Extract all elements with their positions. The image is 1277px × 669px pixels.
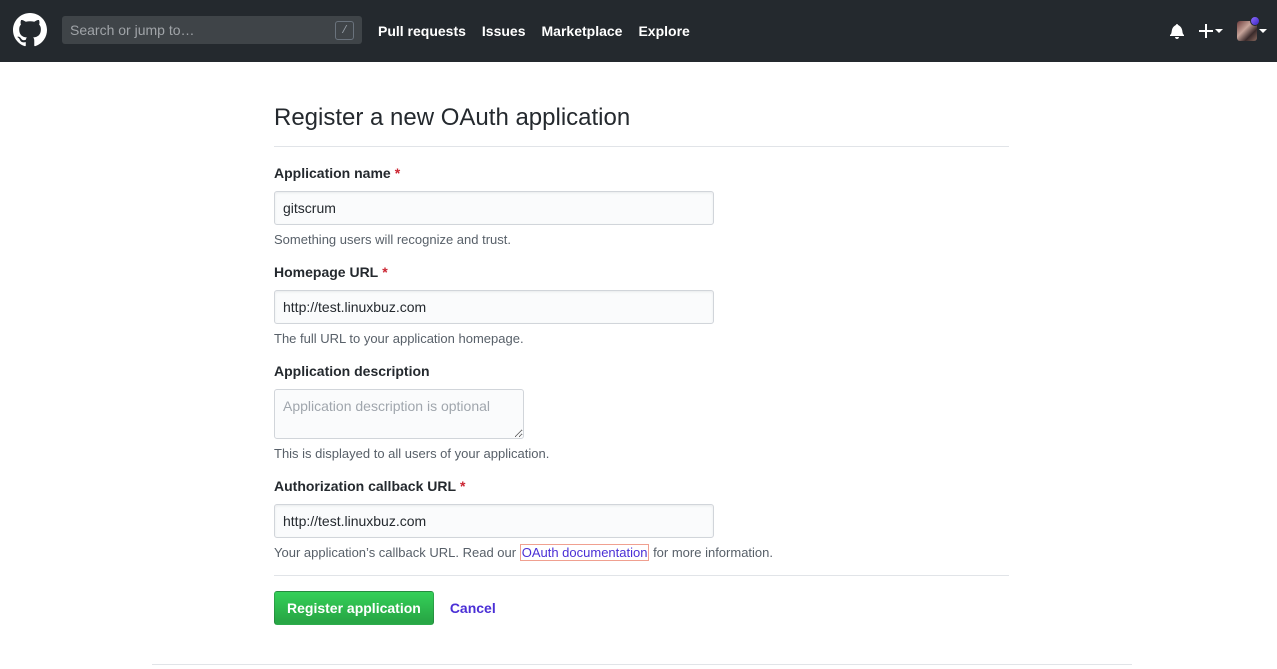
application-name-note: Something users will recognize and trust… [274, 232, 512, 247]
nav-pull-requests[interactable]: Pull requests [378, 23, 466, 39]
caret-down-icon [1215, 29, 1223, 33]
search-shortcut-key: / [335, 21, 354, 40]
create-new-menu[interactable] [1199, 24, 1223, 38]
required-mark: * [394, 165, 401, 181]
plus-icon [1199, 24, 1213, 38]
application-name-input[interactable] [274, 191, 714, 225]
bell-icon[interactable] [1169, 23, 1185, 39]
page-title: Register a new OAuth application [274, 104, 631, 131]
homepage-url-note: The full URL to your application homepag… [274, 331, 524, 346]
field-callback-url: Authorization callback URL* Your applica… [274, 476, 773, 561]
callback-url-label: Authorization callback URL* [274, 478, 466, 494]
field-application-description: Application description This is displaye… [274, 361, 549, 462]
field-application-name: Application name* Something users will r… [274, 163, 714, 248]
user-menu[interactable] [1237, 16, 1267, 41]
search-box[interactable]: / [62, 16, 362, 44]
nav-marketplace[interactable]: Marketplace [541, 23, 623, 39]
avatar [1237, 21, 1257, 41]
form-actions: Register application Cancel [274, 591, 496, 625]
notification-dot-icon [1250, 16, 1260, 26]
footer-divider [152, 664, 1132, 665]
application-name-label: Application name* [274, 165, 401, 181]
caret-down-icon [1259, 29, 1267, 33]
homepage-url-input[interactable] [274, 290, 714, 324]
github-logo-icon[interactable] [13, 13, 47, 47]
form-divider [274, 575, 1009, 576]
header-actions [1169, 0, 1267, 62]
register-application-button[interactable]: Register application [274, 591, 434, 625]
application-description-textarea[interactable] [274, 389, 524, 439]
callback-url-note: Your application’s callback URL. Read ou… [274, 544, 773, 561]
nav-explore[interactable]: Explore [638, 23, 690, 39]
header-nav: Pull requests Issues Marketplace Explore [378, 0, 706, 62]
application-description-label: Application description [274, 363, 430, 379]
oauth-documentation-link[interactable]: OAuth documentation [519, 544, 650, 561]
application-description-note: This is displayed to all users of your a… [274, 446, 550, 461]
required-mark: * [382, 264, 388, 280]
nav-issues[interactable]: Issues [481, 23, 526, 39]
top-header: / Pull requests Issues Marketplace Explo… [0, 0, 1277, 62]
cancel-link[interactable]: Cancel [449, 600, 496, 616]
title-divider [274, 146, 1009, 147]
search-input[interactable] [62, 16, 322, 44]
callback-url-input[interactable] [274, 504, 714, 538]
field-homepage-url: Homepage URL* The full URL to your appli… [274, 262, 714, 347]
homepage-url-label: Homepage URL* [274, 264, 388, 280]
required-mark: * [460, 478, 466, 494]
